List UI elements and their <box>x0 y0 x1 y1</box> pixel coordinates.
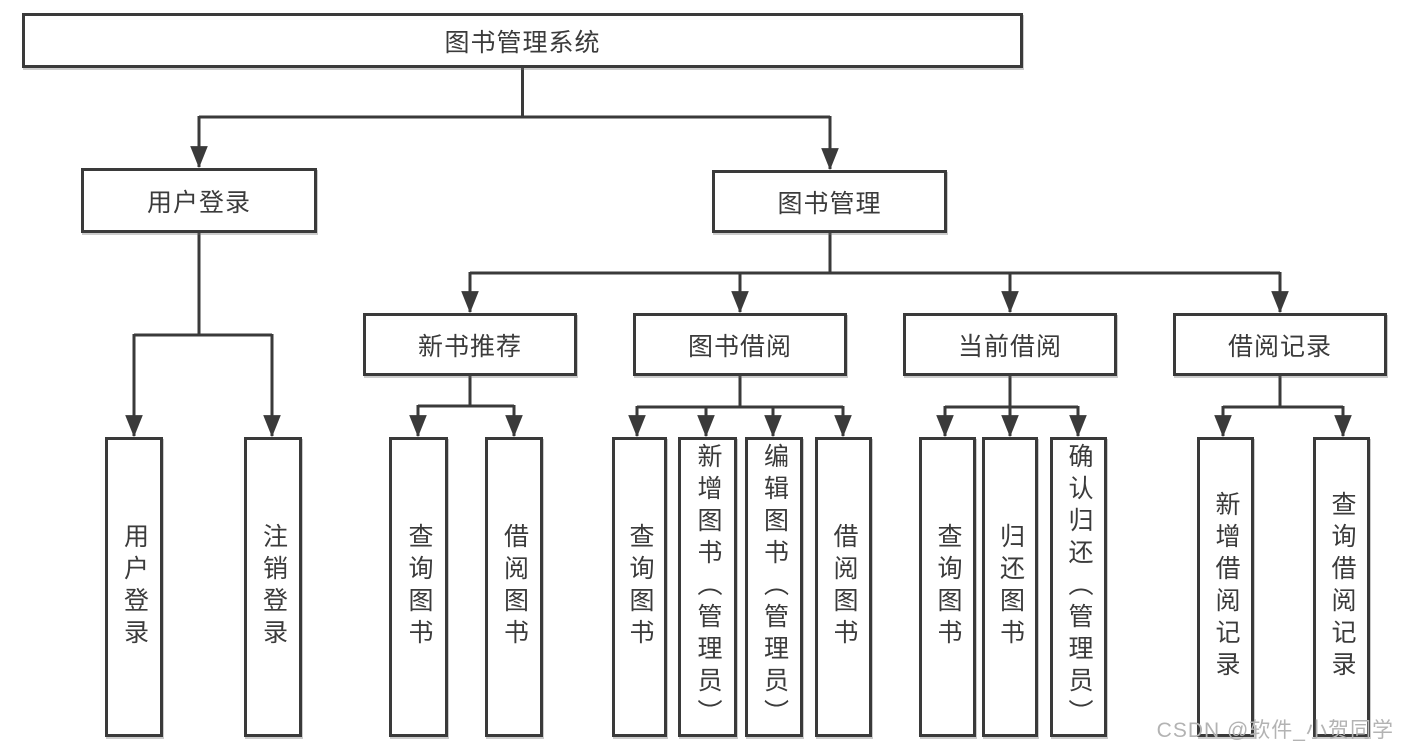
node-logout-leaf: 注销登录 <box>244 437 302 737</box>
node-label: 用户登录 <box>120 523 149 651</box>
node-br-query-record: 查询借阅记录 <box>1313 437 1370 737</box>
node-label: 查询借阅记录 <box>1328 491 1356 683</box>
node-label: 编辑图书（管理员） <box>760 443 789 731</box>
node-new-book-recommend: 新书推荐 <box>363 313 577 376</box>
node-label: 新书推荐 <box>417 332 522 361</box>
connector-book-mgmt-children <box>461 233 1289 314</box>
connector-book-borrow-children <box>628 376 852 438</box>
connector-borrow-records-children <box>1214 376 1352 438</box>
node-bb-borrow-books: 借阅图书 <box>815 437 872 737</box>
node-label: 注销登录 <box>259 523 288 651</box>
node-cb-return-books: 归还图书 <box>982 437 1038 737</box>
node-bb-edit-books-admin: 编辑图书（管理员） <box>745 437 803 737</box>
node-label: 借阅记录 <box>1227 332 1332 361</box>
node-label: 图书借阅 <box>687 332 792 361</box>
node-borrow-records: 借阅记录 <box>1173 313 1387 376</box>
node-bb-query-books: 查询图书 <box>612 437 667 737</box>
node-label: 图书管理 <box>777 189 882 218</box>
node-label: 当前借阅 <box>957 332 1062 361</box>
node-root: 图书管理系统 <box>22 13 1023 68</box>
node-nb-borrow-books: 借阅图书 <box>485 437 543 737</box>
node-cb-query-books: 查询图书 <box>919 437 976 737</box>
node-label: 查询图书 <box>934 523 962 651</box>
node-book-borrow: 图书借阅 <box>633 313 847 376</box>
node-label: 借阅图书 <box>500 523 529 651</box>
node-label: 借阅图书 <box>830 523 858 651</box>
watermark: CSDN @软件_小贺同学 <box>1156 719 1394 742</box>
connector-root-to-level2 <box>190 68 839 171</box>
node-current-borrow: 当前借阅 <box>903 313 1117 376</box>
node-label: 新增借阅记录 <box>1212 491 1240 683</box>
node-label: 用户登录 <box>146 188 251 217</box>
node-label: 查询图书 <box>626 523 654 651</box>
connector-current-borrow-children <box>936 376 1087 438</box>
node-label: 归还图书 <box>996 523 1025 651</box>
node-nb-query-books: 查询图书 <box>389 437 448 737</box>
connector-user-login-children <box>125 233 281 438</box>
node-user-login: 用户登录 <box>81 168 317 233</box>
node-bb-add-books-admin: 新增图书（管理员） <box>678 437 737 737</box>
node-label: 新增图书（管理员） <box>694 443 722 731</box>
connector-new-book-rec-children <box>409 376 523 438</box>
node-br-add-record: 新增借阅记录 <box>1197 437 1254 737</box>
node-label: 确认归还（管理员） <box>1065 443 1093 731</box>
node-label: 图书管理系统 <box>444 28 601 57</box>
node-user-login-leaf: 用户登录 <box>105 437 163 737</box>
node-cb-confirm-return-admin: 确认归还（管理员） <box>1050 437 1107 737</box>
node-label: 查询图书 <box>405 523 433 651</box>
node-book-mgmt: 图书管理 <box>712 170 947 233</box>
